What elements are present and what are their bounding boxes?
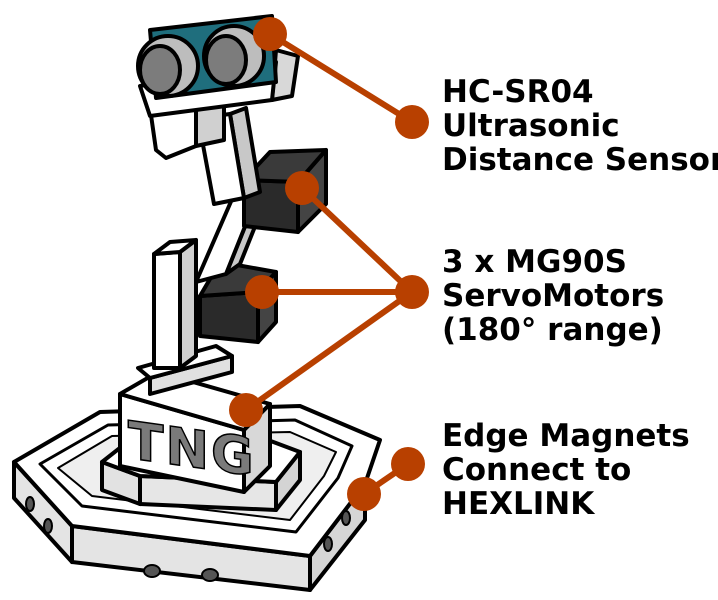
callout-dot-sensor (253, 17, 287, 51)
callout-line-servo-upper (299, 185, 415, 295)
magnet-hole-icon (341, 510, 351, 526)
magnet-hole-icon (201, 568, 219, 582)
transducer-right-face-icon (204, 34, 248, 86)
callout-dot-servo-lower (245, 275, 279, 309)
magnet-hole-icon (25, 496, 35, 512)
label-magnets-line-3: HEXLINK (442, 486, 595, 522)
label-magnets-line-1: Edge Magnets (442, 418, 690, 454)
lower-arm-front (152, 250, 182, 370)
callout-line-servo-base (243, 289, 415, 413)
magnet-hole-icon (43, 518, 53, 534)
magnet-hole-icon (143, 564, 161, 578)
callout-dot-magnets-end (391, 447, 425, 481)
callout-dot-magnets (347, 477, 381, 511)
callout-dots (229, 17, 429, 511)
label-sensor-line-3: Distance Sensor (442, 142, 718, 178)
label-servos-line-3: (180° range) (442, 312, 663, 348)
callout-dot-servo-upper (285, 171, 319, 205)
callout-dot-sensor-end (395, 105, 429, 139)
magnet-hole-icon (323, 536, 333, 552)
ultrasonic-transducers (136, 24, 266, 98)
transducer-left-face-icon (138, 44, 182, 96)
label-sensor-line-1: HC-SR04 (442, 74, 594, 110)
callout-dot-servo-end (395, 275, 429, 309)
label-servos-line-2: ServoMotors (442, 278, 664, 314)
label-sensor: HC-SR04 Ultrasonic Distance Sensor (442, 74, 718, 178)
callout-line-sensor (267, 31, 415, 125)
wrist-bracket (148, 102, 226, 160)
label-servos-line-1: 3 x MG90S (442, 244, 627, 280)
lower-arm (152, 238, 198, 370)
label-magnets-line-2: Connect to (442, 452, 631, 488)
label-sensor-line-2: Ultrasonic (442, 108, 620, 144)
lower-arm-side (178, 238, 198, 370)
magnet-holes (25, 496, 351, 582)
label-servos: 3 x MG90S ServoMotors (180° range) (442, 244, 664, 348)
label-magnets: Edge Magnets Connect to HEXLINK (442, 418, 690, 522)
callout-dot-servo-base (229, 393, 263, 427)
servo-upper-top (242, 148, 328, 184)
lower-arm-top (152, 238, 198, 256)
